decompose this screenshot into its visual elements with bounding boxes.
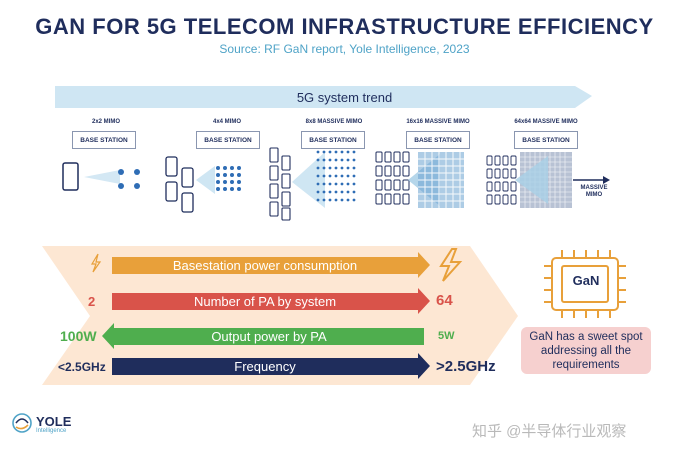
conclusion-line-2: addressing all the <box>540 345 632 357</box>
watermark: 知乎 @半导体行业观察 <box>472 423 627 440</box>
frequency-high: >2.5GHz <box>436 358 496 375</box>
lightning-small-icon <box>90 253 102 273</box>
frequency-low: <2.5GHz <box>58 360 106 374</box>
stage-4-graphic <box>375 151 464 208</box>
trend-arrow <box>55 86 592 108</box>
yole-logo-icon <box>12 413 32 433</box>
requirements-background-arrow <box>42 246 518 385</box>
stage-3-graphic <box>269 147 356 221</box>
stage-2-base-station: BASE STATION <box>196 131 260 149</box>
stage-4-base-station: BASE STATION <box>406 131 470 149</box>
page-title: GAN FOR 5G TELECOM INFRASTRUCTURE EFFICI… <box>35 14 654 39</box>
stage-2-graphic <box>165 156 241 213</box>
output-power-max: 100W <box>60 328 97 344</box>
stage-1-base-station: BASE STATION <box>72 131 136 149</box>
bar-power-consumption <box>112 252 430 278</box>
pa-count-min: 2 <box>88 294 96 309</box>
number-of-pa-label: Number of PA by system <box>193 294 337 309</box>
bar-output-power <box>102 323 424 349</box>
stage-5-graphic <box>486 152 610 208</box>
stage-5-mimo-label: 64x64 MASSIVE MIMO <box>514 119 578 125</box>
stage-1-graphic <box>62 162 140 191</box>
source-caption: Source: RF GaN report, Yole Intelligence… <box>219 42 470 56</box>
pa-count-max: 64 <box>436 292 453 309</box>
stage-2-mimo-label: 4x4 MIMO <box>212 119 241 125</box>
output-power-min: 5W <box>438 330 455 342</box>
stage-1-mimo-label: 2x2 MIMO <box>91 119 120 125</box>
massive-mimo-line-1: MASSIVE <box>580 185 608 191</box>
stage-3-base-station: BASE STATION <box>301 131 365 149</box>
stage-3-mimo-label: 8x8 MASSIVE MIMO <box>305 119 363 125</box>
stage-5-base-station: BASE STATION <box>514 131 578 149</box>
conclusion-line-3: requirements <box>552 359 620 371</box>
yole-logo-subtitle: Intelligence <box>36 428 67 434</box>
bar-number-of-pa <box>112 288 430 314</box>
conclusion-line-1: GaN has a sweet spot <box>529 331 643 343</box>
gan-chip-icon <box>544 250 626 318</box>
stage-4-mimo-label: 16x16 MASSIVE MIMO <box>406 119 470 125</box>
power-consumption-label: Basestation power consumption <box>172 258 358 273</box>
conclusion-box: GaN has a sweet spot addressing all the … <box>521 327 651 374</box>
massive-mimo-line-2: MIMO <box>585 192 603 198</box>
lightning-large-icon <box>439 248 463 282</box>
gan-chip-label: GaN <box>572 273 600 288</box>
bar-frequency <box>112 353 430 379</box>
yole-logo-name: YOLE <box>36 414 72 429</box>
massive-mimo-end-label: MASSIVE MIMO <box>578 185 610 199</box>
frequency-label: Frequency <box>234 359 296 374</box>
output-power-label: Output power by PA <box>211 329 327 344</box>
trend-label: 5G system trend <box>296 90 393 105</box>
stage-3-dot-grid <box>316 150 356 202</box>
